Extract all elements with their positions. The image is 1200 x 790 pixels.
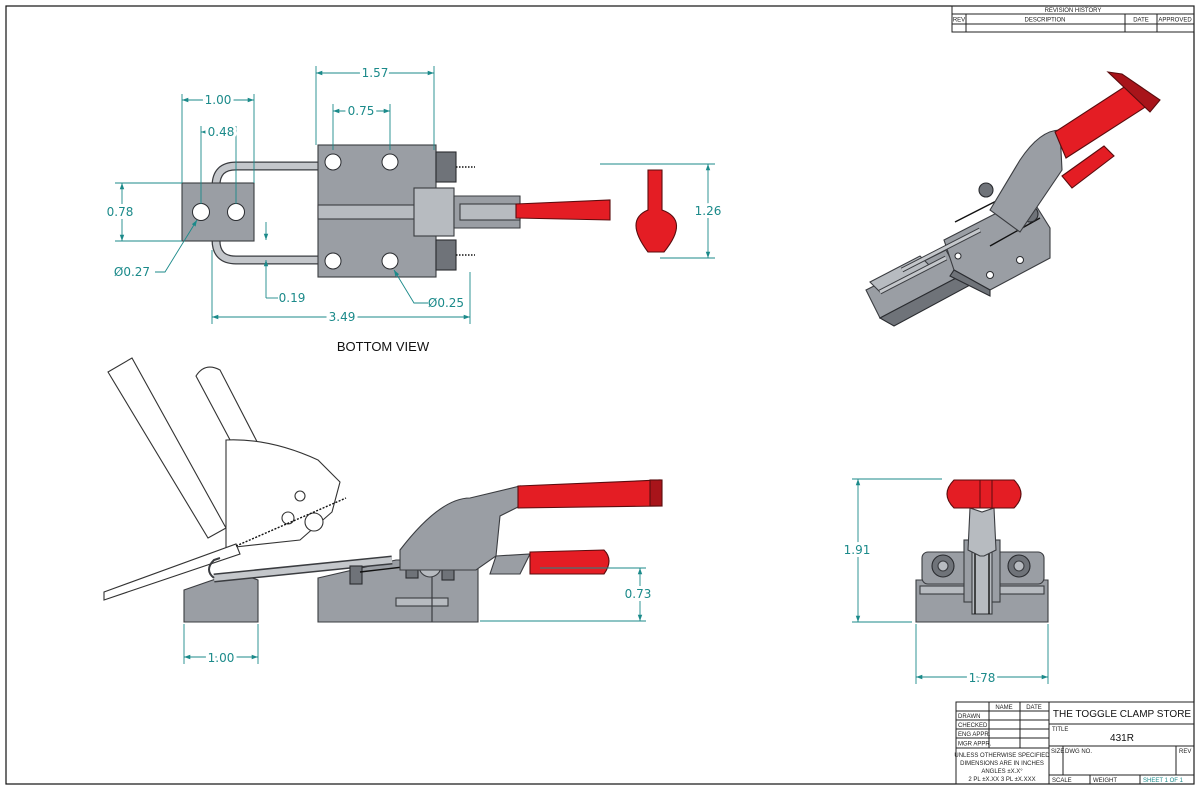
mount-hole bbox=[381, 153, 399, 171]
company-name: THE TOGGLE CLAMP STORE bbox=[1053, 709, 1192, 720]
tb-sheet-label: SHEET 1 OF 1 bbox=[1143, 778, 1184, 784]
dimension-1-00-top: 1.00 bbox=[205, 93, 232, 107]
tb-row-drawn: DRAWN bbox=[958, 714, 980, 720]
part-number: 431R bbox=[1110, 733, 1134, 744]
iso-lever-red bbox=[1061, 145, 1115, 189]
tb-dwg-label: DWG NO. bbox=[1065, 749, 1092, 755]
dimension-1-26: 1.26 bbox=[695, 204, 722, 218]
t-handle-red bbox=[635, 169, 678, 253]
dimension-diameter-0-27: Ø0.27 bbox=[114, 265, 150, 279]
tb-note-line: 2 PL ±X.XX 3 PL ±X.XXX bbox=[968, 777, 1035, 783]
bottom-view bbox=[181, 144, 678, 278]
dimension-0-48: 0.48 bbox=[208, 125, 235, 139]
side-view-dimensions: 0.73 1.00 bbox=[183, 567, 654, 668]
tb-title-label: TITLE bbox=[1052, 727, 1068, 733]
side-lever-red bbox=[529, 549, 610, 575]
tb-name-header: NAME bbox=[995, 705, 1012, 711]
tb-note-line: UNLESS OTHERWISE SPECIFIED bbox=[954, 753, 1050, 759]
dimension-1-91: 1.91 bbox=[844, 543, 871, 557]
handle-red bbox=[515, 199, 611, 221]
tb-row-eng-appr: ENG APPR. bbox=[958, 732, 991, 738]
dimension-3-49: 3.49 bbox=[329, 310, 356, 324]
bottom-view-caption: BOTTOM VIEW bbox=[337, 339, 430, 354]
dimension-0-73: 0.73 bbox=[625, 587, 652, 601]
tb-scale-label: SCALE bbox=[1052, 778, 1072, 784]
tb-size-label: SIZE bbox=[1051, 749, 1064, 755]
catch-hole bbox=[227, 203, 245, 221]
dimension-0-78: 0.78 bbox=[107, 205, 134, 219]
bottom-view-dimensions: 1.57 0.75 1.00 0.48 0.78 1.26 Ø0.27 0.19 bbox=[104, 63, 725, 327]
dimension-1-78: 1.78 bbox=[969, 671, 996, 685]
approved-header: APPROVED bbox=[1158, 18, 1192, 24]
revision-history-table: REVISION HISTORY REV DESCRIPTION DATE AP… bbox=[951, 5, 1195, 33]
tb-note-line: DIMENSIONS ARE IN INCHES bbox=[960, 761, 1044, 767]
front-view bbox=[915, 479, 1049, 623]
dimension-1-00-side: 1.00 bbox=[208, 651, 235, 665]
date-header: DATE bbox=[1133, 18, 1149, 24]
dimension-0-19: 0.19 bbox=[279, 291, 306, 305]
front-handle-red bbox=[946, 479, 1022, 509]
tb-note-line: ANGLES ±X.X° bbox=[981, 769, 1023, 775]
revision-history-title: REVISION HISTORY bbox=[1045, 8, 1102, 14]
mount-hole bbox=[381, 252, 399, 270]
catch-hole bbox=[192, 203, 210, 221]
tb-rev-label: REV bbox=[1179, 749, 1191, 755]
side-view bbox=[103, 357, 663, 623]
rev-header: REV bbox=[953, 18, 965, 24]
dimension-0-75: 0.75 bbox=[348, 104, 375, 118]
title-block: NAME DATE DRAWN CHECKED ENG APPR. MGR AP… bbox=[954, 701, 1195, 785]
dimension-1-57: 1.57 bbox=[362, 66, 389, 80]
tb-date-header: DATE bbox=[1026, 705, 1042, 711]
dimension-diameter-0-25: Ø0.25 bbox=[428, 296, 464, 310]
sheet-border bbox=[5, 5, 1195, 785]
tb-row-mgr-appr: MGR APPR. bbox=[958, 742, 992, 748]
description-header: DESCRIPTION bbox=[1024, 18, 1065, 24]
front-view-dimensions: 1.91 1.78 bbox=[841, 478, 1049, 688]
mount-hole bbox=[324, 153, 342, 171]
tb-row-checked: CHECKED bbox=[958, 723, 988, 729]
isometric-view bbox=[865, 71, 1161, 327]
side-handle-red bbox=[517, 479, 663, 509]
mount-hole bbox=[324, 252, 342, 270]
tb-weight-label: WEIGHT bbox=[1093, 778, 1117, 784]
